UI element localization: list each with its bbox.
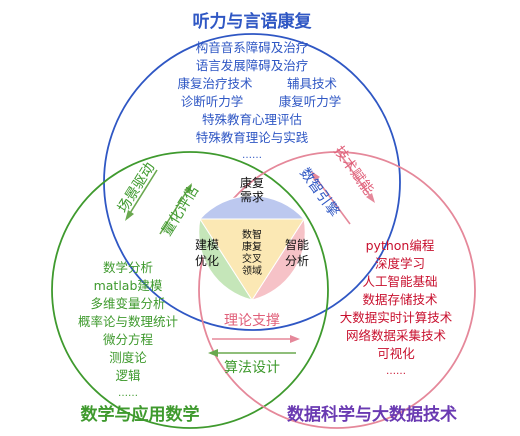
circle-math <box>51 151 329 429</box>
hearing-speech-list: 构音音系障碍及治疗 语言发展障碍及治疗 康复治疗技术 辅具技术 诊断听力学 康复… <box>177 40 341 161</box>
center-left-label: 建模优化 <box>195 238 219 268</box>
center-region <box>198 195 306 301</box>
list-item: 诊断听力学 <box>181 94 244 109</box>
center-label-line: 需求 <box>240 190 264 204</box>
center-label-line: 优化 <box>195 254 219 268</box>
list-item: 构音音系障碍及治疗 <box>196 40 309 55</box>
center-label-line: 分析 <box>285 254 309 268</box>
circle-data-science <box>198 151 476 429</box>
arrow-data-guide <box>312 173 351 225</box>
arrow-scene-driven-head <box>125 210 134 221</box>
center-middle-label: 数智康复交叉领域 <box>242 228 262 277</box>
label-algo-design: 算法设计 <box>224 360 280 376</box>
center-label-line: 智能 <box>285 237 309 252</box>
list-item: 概率论与数理统计 <box>78 314 178 329</box>
label-tech-empower: 技术赋能 <box>330 143 376 198</box>
list-item: …… <box>242 150 262 161</box>
list-item: 人工智能基础 <box>362 274 437 289</box>
list-item: python编程 <box>366 238 435 253</box>
list-item: 康复治疗技术 <box>177 76 253 91</box>
label-theory-support: 理论支撑 <box>224 313 280 329</box>
center-label-line: 康复 <box>240 175 264 190</box>
center-right-label: 智能分析 <box>285 237 309 268</box>
arrow-quant-eval <box>159 185 191 235</box>
math-list: 数学分析 matlab建模 多维变量分析 概率论与数理统计 微分方程 测度论 逻… <box>78 260 178 399</box>
list-item: 辅具技术 <box>287 76 338 91</box>
label-scene-driven: 场景驱动 <box>115 160 158 216</box>
center-label-line: 交叉 <box>242 252 262 265</box>
list-item: 多维变量分析 <box>90 296 165 311</box>
center-label-line: 数智 <box>242 228 262 241</box>
list-item: 大数据实时计算技术 <box>340 310 453 325</box>
label-quant-eval: 量化评估 <box>159 183 202 239</box>
center-top-label: 康复需求 <box>240 175 264 204</box>
arrow-theory-support-head <box>290 335 300 343</box>
list-item: 微分方程 <box>103 332 154 347</box>
data-science-list: python编程 深度学习 人工智能基础 数据存储技术 大数据实时计算技术 网络… <box>340 238 453 377</box>
list-item: 数学分析 <box>103 260 153 275</box>
list-item: 特殊教育心理评估 <box>202 112 302 127</box>
arrow-quant-eval-head <box>184 183 192 194</box>
list-item: 语言发展障碍及治疗 <box>196 58 309 73</box>
arrows <box>125 149 375 357</box>
title-math: 数学与应用数学 <box>81 404 200 425</box>
center-label-line: 康复 <box>242 240 262 253</box>
arrow-tech-empower-head <box>366 193 375 203</box>
list-item: 逻辑 <box>115 368 140 383</box>
list-item: 康复听力学 <box>279 94 342 109</box>
list-item: …… <box>118 388 138 399</box>
list-item: 可视化 <box>377 346 415 361</box>
center-triangle <box>199 218 305 301</box>
list-item: 测度论 <box>109 350 147 365</box>
list-item: 网络数据采集技术 <box>346 328 447 343</box>
center-segment-top <box>198 195 306 220</box>
title-data-science: 数据科学与大数据技术 <box>287 404 457 425</box>
list-item: 深度学习 <box>375 256 425 271</box>
center-label-line: 领域 <box>242 264 262 277</box>
arrow-data-guide-head <box>311 171 320 181</box>
list-item: 数据存储技术 <box>362 292 438 307</box>
list-item: matlab建模 <box>94 278 163 293</box>
title-hearing-speech: 听力与言语康复 <box>193 11 313 32</box>
list-item: …… <box>386 366 406 377</box>
arrow-scene-driven <box>126 169 158 219</box>
list-item: 特殊教育理论与实践 <box>196 130 309 145</box>
arrow-tech-empower <box>336 149 374 201</box>
arrow-algo-design-head <box>208 349 218 357</box>
center-label-line: 建模 <box>195 238 219 252</box>
